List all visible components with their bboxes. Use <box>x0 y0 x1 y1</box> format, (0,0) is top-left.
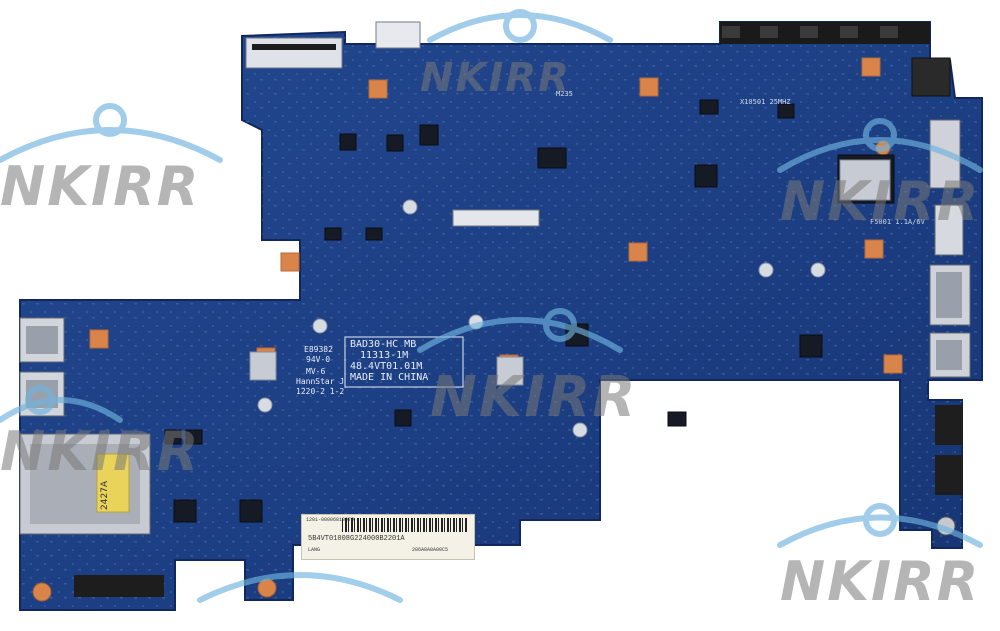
board-part-text: 48.4VT01.01M <box>350 361 423 372</box>
sticker-small-left: LANG <box>308 547 321 553</box>
sticker-small-right: 206A8A8A00C5 <box>412 547 449 553</box>
heatsink-pad <box>839 159 891 201</box>
model-silkscreen-box <box>344 336 464 388</box>
connectors <box>19 21 971 597</box>
watermark-text: NKIRR <box>430 365 638 430</box>
silk-line-2: 94V-0 <box>306 355 331 364</box>
watermark-text: NKIRR <box>780 170 981 233</box>
made-in-text: MADE IN CHINA <box>350 372 429 383</box>
silk-line-3: MV-6 <box>306 367 326 376</box>
sticker-small-top: 1201-00006810979 <box>306 517 355 523</box>
watermark-text: NKIRR <box>0 420 201 483</box>
fuse-label: F5001 1.1A/6V <box>870 218 925 226</box>
heatsink-pad <box>496 356 524 386</box>
heatsink-pad <box>249 351 277 381</box>
watermark-graphics <box>0 9 983 603</box>
barcode <box>342 518 467 532</box>
top-mark-label: M235 <box>556 90 573 98</box>
board-model-text: BAD30-HC MB <box>350 339 417 350</box>
crystal-label: X10501 25MHZ <box>740 98 791 106</box>
board-revision-text: 11313-1M <box>360 350 409 361</box>
silk-line-5: 1220-2 1-2 <box>296 387 345 396</box>
handwritten-sticker <box>96 453 130 513</box>
watermark-text: NKIRR <box>0 155 201 218</box>
serial-sticker: 1201-00006810979 5B4VT01008G224000B2201A… <box>301 514 475 560</box>
watermark-text: NKIRR <box>780 550 981 613</box>
silk-line-4: HannStar J <box>296 377 345 386</box>
silk-line-1: E89382 <box>304 345 333 354</box>
sticker-barcode-text: 5B4VT01008G224000B2201A <box>308 535 405 543</box>
watermark-text: NKIRR <box>420 55 571 101</box>
